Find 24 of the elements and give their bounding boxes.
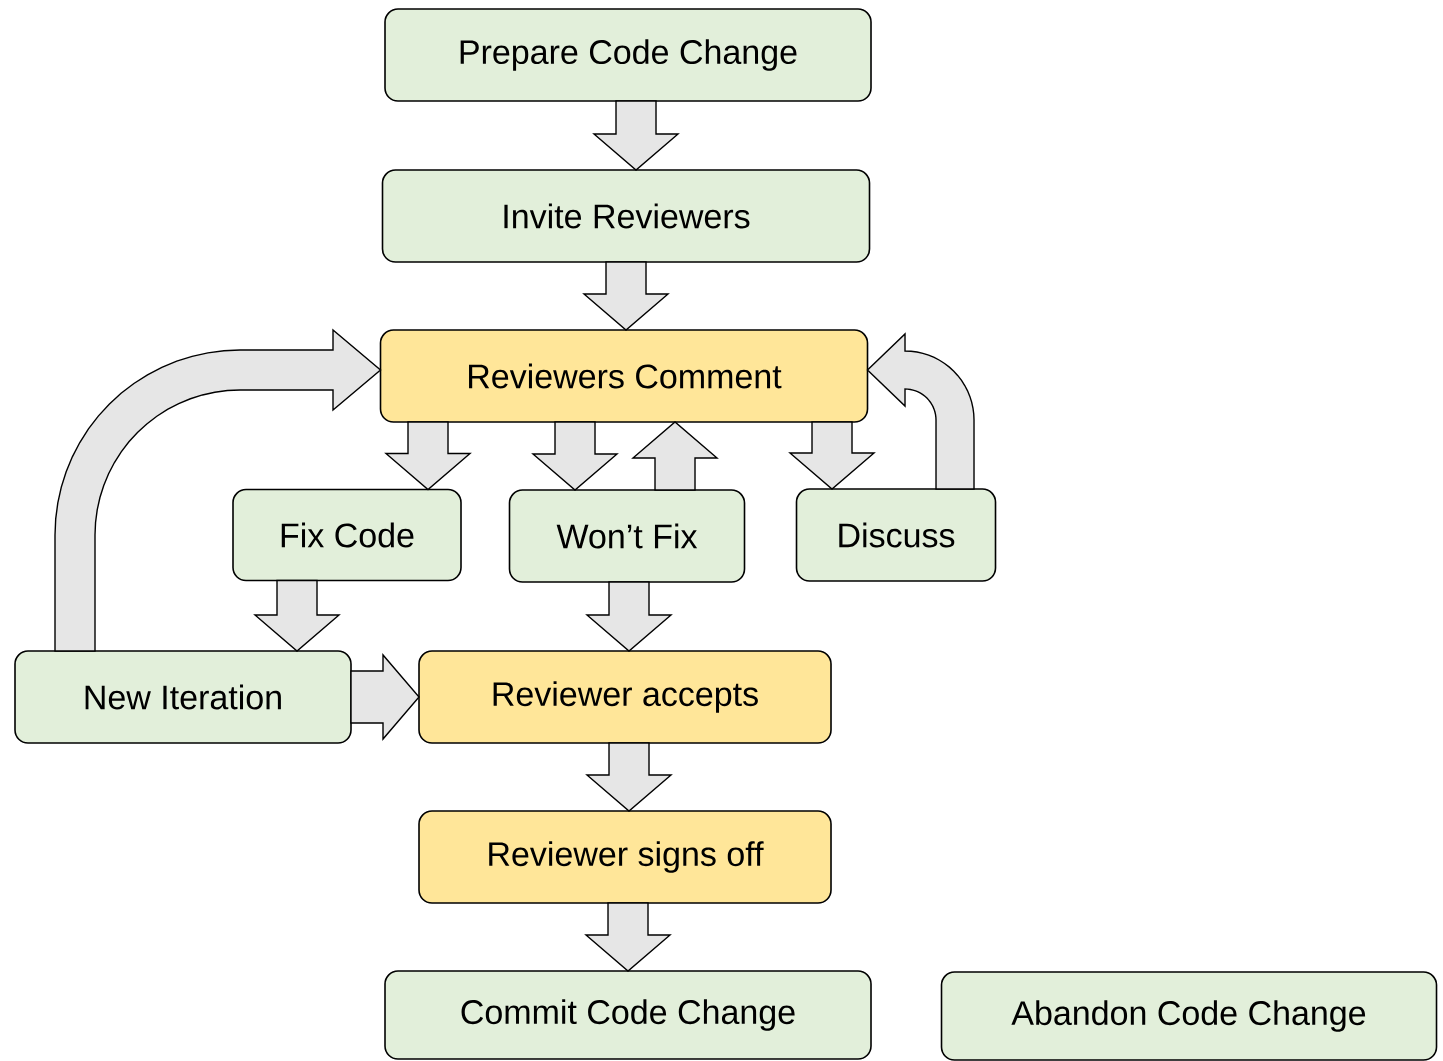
process-box: Won’t Fix (508, 489, 746, 583)
process-box: Prepare Code Change (384, 8, 872, 102)
block-arrow (350, 653, 420, 741)
block-arrow (531, 421, 619, 491)
block-arrow (585, 742, 673, 812)
block-arrow (54, 328, 382, 652)
block-arrow (788, 421, 876, 490)
process-box: Reviewer accepts (418, 650, 832, 744)
block-arrow (384, 421, 472, 491)
block-arrow (866, 332, 975, 490)
process-box: Abandon Code Change (940, 971, 1438, 1061)
block-arrow (585, 581, 673, 652)
block-arrow (584, 902, 672, 972)
block-arrow (253, 579, 341, 652)
process-box: Invite Reviewers (381, 169, 871, 263)
block-arrow (592, 100, 680, 171)
block-arrow (631, 421, 719, 491)
process-box: Fix Code (232, 488, 462, 582)
process-box: New Iteration (14, 650, 352, 744)
process-box: Reviewer signs off (418, 810, 832, 904)
process-box: Reviewers Comment (379, 329, 869, 423)
process-box: Commit Code Change (384, 970, 872, 1060)
block-arrow (582, 261, 670, 331)
process-box: Discuss (795, 488, 997, 582)
